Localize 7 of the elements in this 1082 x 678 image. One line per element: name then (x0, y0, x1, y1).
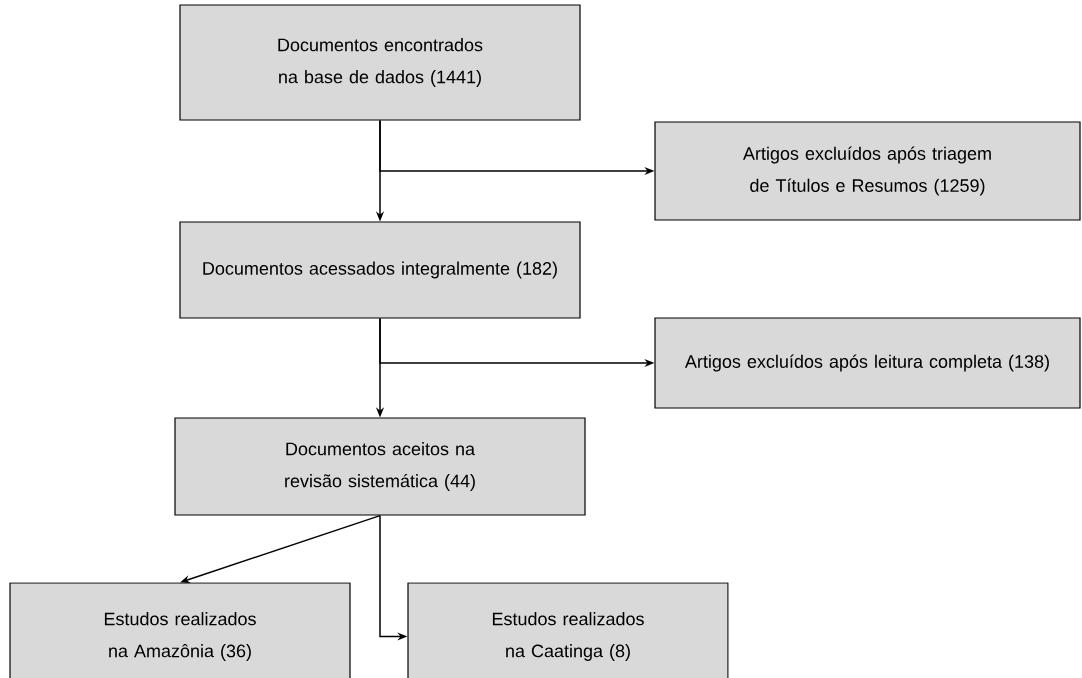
process-box: Documentos aceitos na revisão sistemática (44) (174, 417, 586, 516)
process-box: Estudos realizados na Amazônia (36) (9, 582, 351, 678)
process-box: Documentos encontrados na base de dados (1441) (179, 4, 581, 121)
process-box: Artigos excluídos após leitura completa (138) (654, 317, 1081, 409)
process-box: Estudos realizados na Caatinga (8) (407, 582, 729, 678)
process-box: Documentos acessados integralmente (182) (179, 221, 581, 319)
process-box: Artigos excluídos após triagem de Títulos e Resumos (1259) (654, 121, 1081, 221)
